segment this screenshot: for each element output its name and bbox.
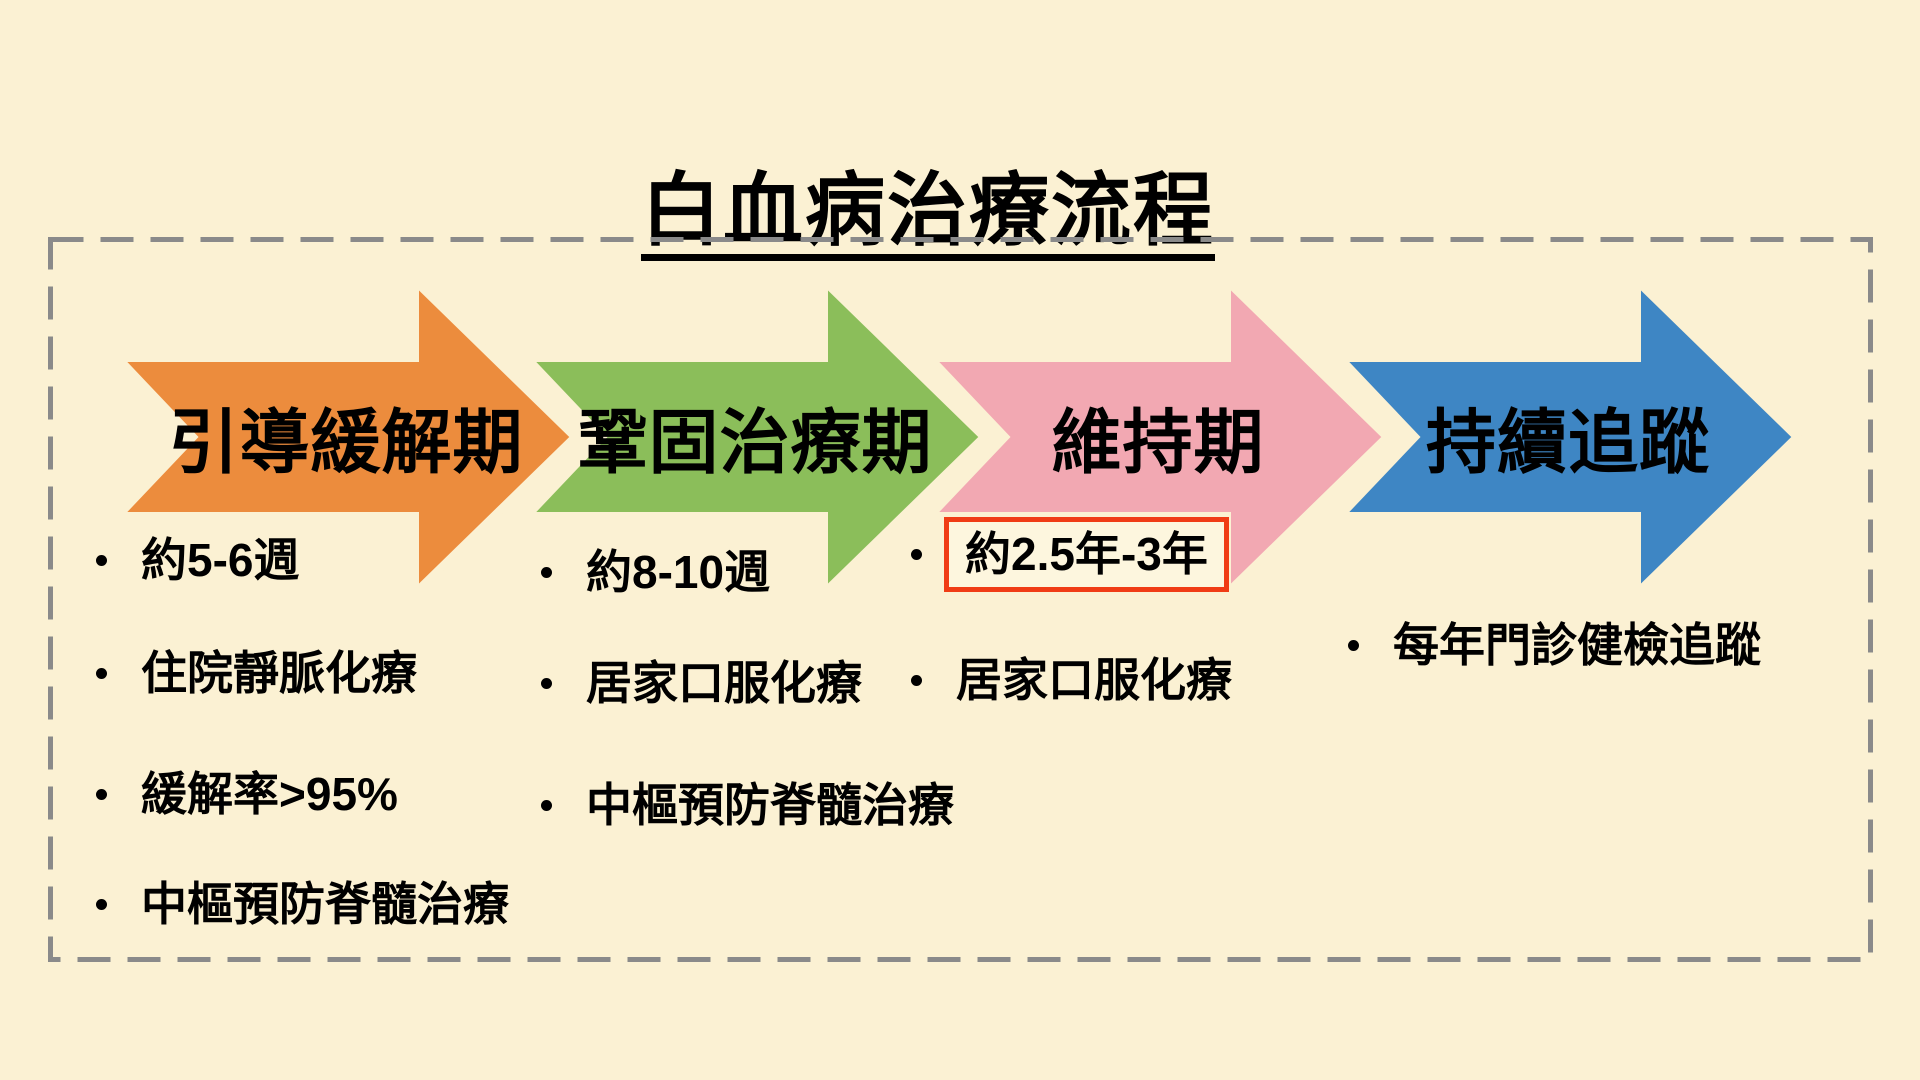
list-item: 居家口服化療 [541,655,862,711]
stage-label-2: 鞏固治療期 [577,403,933,482]
bullet-icon [96,788,107,800]
arrow-stage-3 [920,271,1393,603]
bullet-icon [96,898,107,910]
list-item: 約5-6週 [96,532,299,588]
bullet-text: 中樞預防脊髓治療 [141,878,509,930]
bullet-text: 居家口服化療 [956,654,1232,706]
arrow-stage-4 [1330,271,1803,603]
bullet-text: 住院靜脈化療 [141,647,417,699]
list-item: 住院靜脈化療 [96,645,417,701]
bullet-icon [541,566,552,578]
bullet-icon [96,667,107,679]
stage-label-4: 持續追蹤 [1426,403,1710,482]
list-item: 中樞預防脊髓治療 [96,876,509,932]
bullet-icon [96,554,107,566]
list-item-highlighted: 約2.5年-3年 [911,516,1229,592]
bullet-text: 中樞預防脊髓治療 [586,779,954,831]
bullet-text: 居家口服化療 [586,657,862,709]
arrow-stage-1 [108,271,581,603]
bullet-icon [911,548,922,560]
arrow-stage-2 [517,271,990,603]
bullet-icon [541,677,552,689]
dashed-frame [48,237,1873,962]
bullet-text: 每年門診健檢追蹤 [1393,619,1761,671]
list-item: 中樞預防脊髓治療 [541,777,954,833]
stage-label-3: 維持期 [1051,403,1265,482]
highlight-box: 約2.5年-3年 [944,516,1229,592]
list-item: 居家口服化療 [911,652,1232,708]
stage-label-1: 引導緩解期 [168,403,524,482]
bullet-text: 約8-10週 [586,546,771,598]
bullet-text: 緩解率>95% [141,768,398,820]
bullet-icon [541,799,552,811]
list-item: 約8-10週 [541,544,770,600]
bullet-icon [911,674,922,686]
list-item: 每年門診健檢追蹤 [1348,617,1761,673]
bullet-text: 約5-6週 [141,534,300,586]
bullet-text: 約2.5年-3年 [965,527,1208,580]
list-item: 緩解率>95% [96,766,398,822]
bullet-icon [1348,639,1359,651]
